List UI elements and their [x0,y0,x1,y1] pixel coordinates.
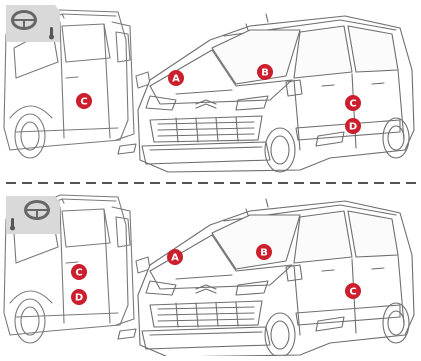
marker-c-right: C [345,95,361,111]
bottom-badge [6,196,60,234]
marker-d-right: D [345,118,361,134]
top-van-illustration [4,10,414,172]
marker-d-left: D [71,289,87,305]
marker-b: B [257,64,273,80]
marker-a-label: A [171,253,179,264]
marker-c-left-label: C [80,97,87,108]
marker-b-label: B [261,68,269,79]
bottom-van-illustration [4,195,414,356]
marker-c-left: C [76,93,92,109]
steering-wheel-icon [24,200,50,220]
bottom-panel: A B C D C [4,195,414,356]
marker-c-right: C [345,283,361,299]
marker-c-right-label: C [349,287,356,298]
marker-a-label: A [172,74,180,85]
marker-b-label: B [260,248,268,259]
steering-wheel-icon [11,10,37,30]
marker-d-left-label: D [75,293,83,304]
marker-a: A [167,249,183,265]
marker-b: B [256,244,272,260]
top-panel: A B C C D [4,5,414,172]
marker-c-left: C [71,264,87,280]
top-badge [6,5,60,42]
marker-a: A [168,70,184,86]
marker-d-right-label: D [349,122,357,133]
marker-c-left-label: C [75,268,82,279]
marker-c-right-label: C [349,99,356,110]
